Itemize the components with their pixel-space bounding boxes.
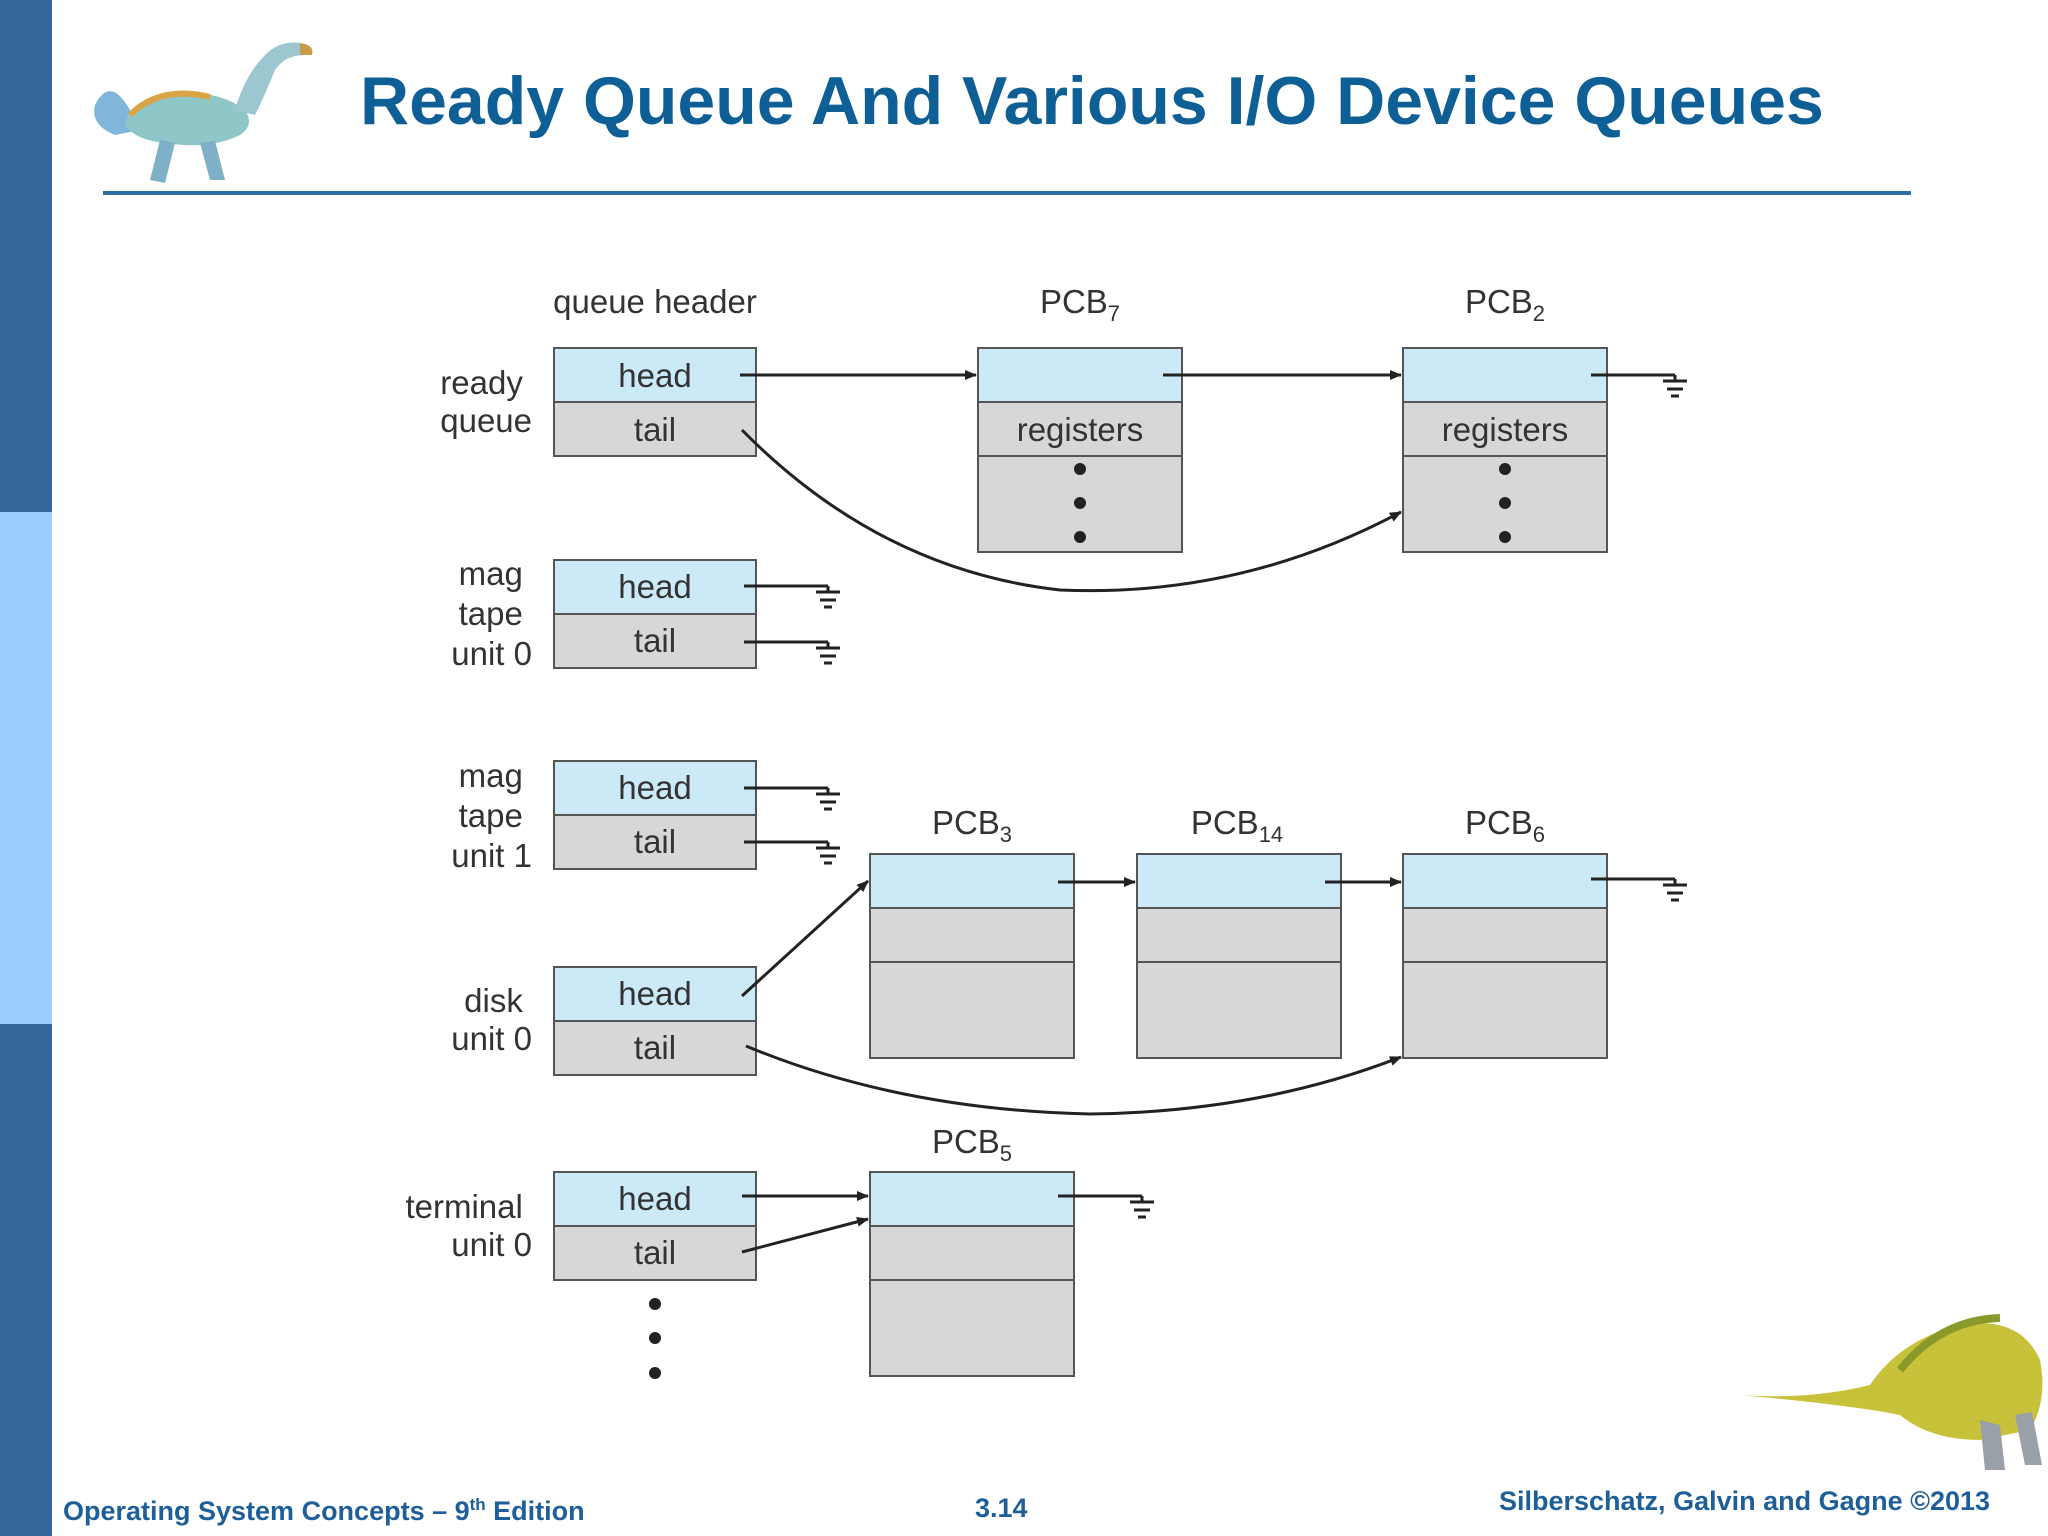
pcb-registers-cell: [977, 401, 1183, 457]
arrow-disk-tail-to-pcb6: [745, 1044, 1402, 1116]
footer-left-suffix: Edition: [485, 1496, 585, 1526]
footer-left-prefix: Operating System Concepts – 9: [63, 1496, 470, 1526]
queue-label-disk-0: disk unit 0: [451, 982, 532, 1057]
tail-cell: [553, 613, 757, 669]
dinosaur-corner-icon: [1740, 1314, 2043, 1470]
queue-label-ready: ready queue: [440, 364, 532, 439]
header-box-mag-tape-1: head tail: [553, 760, 757, 870]
pcb-body-cell: [1402, 961, 1608, 1059]
queue-label-line: mag: [459, 555, 523, 592]
pcb-body-cell: [869, 1279, 1075, 1377]
pcb-label: PCB3: [932, 804, 1012, 847]
footer-left: Operating System Concepts – 9th Edition: [63, 1495, 585, 1527]
head-label: head: [618, 1180, 691, 1217]
tail-label: tail: [634, 1234, 676, 1271]
queue-header-label: queue header: [553, 283, 757, 320]
tail-label: tail: [634, 411, 676, 448]
pcb-link-cell: [869, 1171, 1075, 1227]
null-icon: [744, 840, 840, 865]
title-divider: [103, 191, 1911, 195]
queue-label-line: tape: [459, 595, 523, 632]
null-terminators: [744, 373, 1687, 1219]
pcb-7: PCB7 registers: [977, 283, 1183, 553]
pcb-label: PCB14: [1191, 804, 1283, 847]
queue-label-line: unit 0: [451, 635, 532, 672]
queue-label-line: ready: [440, 364, 523, 401]
pcb-3: PCB3: [869, 804, 1075, 1059]
footer-page-number: 3.14: [975, 1493, 1028, 1523]
header-box-mag-tape-0: head tail: [553, 559, 757, 669]
pcb-link-cell: [977, 347, 1183, 403]
tail-label: tail: [634, 622, 676, 659]
queue-label-line: queue: [440, 402, 532, 439]
pcb-body-cell: [1136, 961, 1342, 1059]
footer-right: Silberschatz, Galvin and Gagne ©2013: [1499, 1486, 1991, 1516]
tail-cell: [553, 1020, 757, 1076]
registers-label: registers: [1442, 411, 1569, 448]
arrow-ready-tail-to-pcb2: [740, 428, 1402, 593]
dinosaur-logo-icon: [94, 42, 313, 183]
registers-label: registers: [1017, 411, 1144, 448]
arrow-terminal-tail-to-pcb5: [741, 1216, 869, 1254]
queue-label-mag-tape-1: mag tape unit 1: [451, 757, 532, 874]
head-cell: [553, 1171, 757, 1227]
tail-label: tail: [634, 1029, 676, 1066]
pcb-link-cell: [1136, 853, 1342, 909]
tail-cell: [553, 814, 757, 870]
pcb-6: PCB6: [1402, 804, 1608, 1059]
pcb-registers-cell: [869, 907, 1075, 963]
null-icon: [1591, 373, 1687, 398]
queue-label-line: mag: [459, 757, 523, 794]
pcb-label: PCB2: [1465, 283, 1545, 326]
pcb-2: PCB2 registers: [1402, 283, 1608, 553]
header-box-terminal-0: head tail: [553, 1171, 757, 1281]
head-label: head: [618, 357, 691, 394]
head-label: head: [618, 568, 691, 605]
pcb-label: PCB6: [1465, 804, 1545, 847]
null-icon: [744, 584, 840, 609]
head-label: head: [618, 769, 691, 806]
queue-label-line: unit 0: [451, 1226, 532, 1263]
head-label: head: [618, 975, 691, 1012]
null-icon: [744, 786, 840, 811]
tail-label: tail: [634, 823, 676, 860]
pcb-registers-cell: [1136, 907, 1342, 963]
pcb-label: PCB5: [932, 1123, 1012, 1166]
pcb-link-cell: [1402, 347, 1608, 403]
pcb-14: PCB14: [1136, 804, 1342, 1059]
pcb-body-cell: [869, 961, 1075, 1059]
header-box-disk-0: head tail: [553, 966, 757, 1076]
queue-label-line: unit 1: [451, 837, 532, 874]
null-icon: [1058, 1194, 1154, 1219]
slide-title: Ready Queue And Various I/O Device Queue…: [360, 63, 1824, 139]
queue-label-line: disk: [464, 982, 523, 1019]
continuation-dots: [649, 1298, 661, 1379]
arrow-disk-head-to-pcb3: [740, 879, 870, 998]
sidebar-accent: [0, 512, 52, 1024]
header-box-ready: head tail: [553, 347, 757, 457]
queue-label-line: tape: [459, 797, 523, 834]
pcb-5: PCB5: [869, 1123, 1075, 1377]
left-sidebar: [0, 0, 52, 1536]
queue-label-mag-tape-0: mag tape unit 0: [451, 555, 532, 672]
queue-label-line: terminal: [405, 1188, 522, 1225]
pcb-link-cell: [1402, 853, 1608, 909]
tail-cell: [553, 1225, 757, 1281]
footer-left-sup: th: [469, 1495, 486, 1514]
pcb-link-cell: [869, 853, 1075, 909]
pcb-registers-cell: [1402, 907, 1608, 963]
queue-label-line: unit 0: [451, 1020, 532, 1057]
pcb-registers-cell: [1402, 401, 1608, 457]
null-icon: [1591, 877, 1687, 902]
head-cell: [553, 760, 757, 816]
null-icon: [744, 640, 840, 665]
link-arrows: [740, 370, 1402, 1254]
pcb-label: PCB7: [1040, 283, 1120, 326]
tail-cell: [553, 401, 757, 457]
queue-label-terminal-0: terminal unit 0: [405, 1188, 532, 1263]
pcb-registers-cell: [869, 1225, 1075, 1281]
